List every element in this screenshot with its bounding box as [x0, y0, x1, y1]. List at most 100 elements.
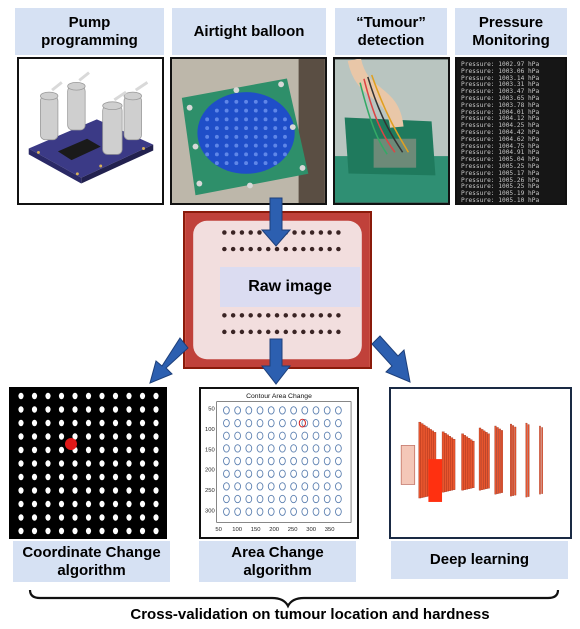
- balloon-marker-dot: [263, 108, 268, 113]
- contour-ring: [323, 494, 331, 504]
- raw-marker-hole: [239, 246, 245, 252]
- contour-ring: [290, 482, 297, 491]
- coordinate-marker-dot: [31, 419, 38, 427]
- coordinate-marker-dot: [85, 433, 92, 440]
- label-airtight-balloon: Airtight balloon: [172, 8, 326, 55]
- raw-marker-hole: [274, 329, 280, 335]
- balloon-marker-dot: [205, 134, 210, 139]
- coordinate-marker-dot: [99, 446, 105, 454]
- coordinate-marker-dot: [18, 419, 24, 427]
- raw-marker-hole: [230, 230, 236, 235]
- balloon-marker-dot: [244, 134, 249, 139]
- cnn-layer-slice: [514, 426, 517, 496]
- balloon-marker-dot: [244, 152, 249, 157]
- coordinate-marker-dot: [99, 392, 105, 400]
- arrow-balloon-to-raw: [260, 197, 292, 247]
- coordinate-marker-dot: [126, 487, 132, 494]
- balloon-marker-dot: [205, 126, 210, 131]
- coordinate-marker-dot: [99, 500, 105, 508]
- raw-marker-hole: [248, 313, 253, 318]
- raw-marker-hole: [336, 329, 341, 335]
- balloon-marker-dot: [253, 108, 258, 113]
- cnn-layer-slice: [498, 428, 501, 494]
- coordinate-marker-dot: [45, 500, 51, 508]
- cnn-layer-slice: [527, 424, 530, 497]
- contour-ring: [323, 418, 331, 428]
- pressure-reading: Pressure: 1004.91 hPa: [461, 149, 540, 157]
- coordinate-marker-dot: [72, 460, 78, 467]
- coordinate-marker-dot: [18, 487, 24, 494]
- raw-marker-hole: [248, 329, 253, 335]
- contour-ring: [335, 406, 342, 415]
- contour-ring: [223, 444, 230, 453]
- coordinate-marker-dot: [58, 514, 65, 521]
- balloon-marker-dot: [234, 126, 239, 131]
- cnn-layer-slice: [487, 433, 490, 489]
- cnn-layer-slice: [441, 431, 445, 493]
- balloon-marker-dot: [224, 152, 229, 157]
- coordinate-marker-dot: [153, 446, 159, 454]
- y-tick-label: 150: [205, 447, 215, 453]
- cross-validation-caption: Cross-validation on tumour location and …: [130, 606, 490, 623]
- balloon-marker-dot: [253, 134, 258, 139]
- pressure-reading: Pressure: 1005.26 hPa: [461, 176, 540, 184]
- contour-ring: [279, 494, 286, 504]
- balloon-marker-dot: [234, 152, 239, 157]
- raw-marker-hole: [301, 329, 306, 335]
- airtight-balloon-photo: [170, 57, 327, 205]
- contour-ring: [267, 418, 275, 428]
- raw-marker-hole: [301, 246, 306, 252]
- balloon-marker-dot: [214, 134, 219, 139]
- deep-learning-diagram: [389, 387, 572, 539]
- raw-marker-hole: [309, 329, 315, 335]
- contour-ring: [335, 494, 342, 504]
- balloon-marker-dot: [283, 117, 287, 122]
- raw-marker-hole: [318, 246, 324, 252]
- coordinate-marker-dot: [139, 392, 146, 400]
- pressure-reading: Pressure: 1003.14 hPa: [461, 74, 540, 82]
- raw-marker-hole: [257, 313, 262, 318]
- balloon-marker-dot: [263, 134, 268, 139]
- label-pump-programming: Pump programming: [15, 8, 164, 55]
- coordinate-marker-dot: [139, 514, 146, 521]
- pressure-reading: Pressure: 1004.01 hPa: [461, 108, 540, 116]
- coordinate-marker-dot: [72, 433, 78, 440]
- coordinate-marker-dot: [153, 460, 159, 467]
- raw-marker-hole: [248, 230, 253, 235]
- coordinate-marker-dot: [99, 460, 105, 467]
- contour-ring: [234, 494, 241, 504]
- contour-ring: [323, 406, 331, 415]
- contour-ring: [335, 431, 342, 440]
- contour-ring: [312, 418, 320, 428]
- pressure-reading: Pressure: 1004.62 hPa: [461, 135, 540, 143]
- coordinate-marker-dot: [18, 527, 24, 535]
- coordinate-marker-dot: [45, 433, 51, 440]
- raw-marker-hole: [327, 246, 332, 252]
- raw-marker-hole: [318, 230, 324, 235]
- coordinate-marker-dot: [31, 406, 38, 413]
- pressure-reading: Pressure: 1004.42 hPa: [461, 128, 540, 136]
- raw-marker-hole: [257, 230, 262, 235]
- contour-ring: [312, 494, 320, 504]
- raw-marker-hole: [239, 230, 245, 235]
- balloon-marker-dot: [234, 161, 239, 166]
- coordinate-marker-dot: [126, 473, 132, 481]
- x-tick-label: 250: [288, 527, 298, 533]
- balloon-marker-dot: [253, 126, 258, 131]
- cnn-layer-slice: [512, 425, 515, 496]
- raw-marker-hole: [265, 313, 271, 318]
- contour-ring: [279, 482, 286, 491]
- coordinate-marker-dot: [31, 487, 38, 494]
- balloon-marker-dot: [283, 143, 287, 148]
- contour-ring: [312, 469, 320, 478]
- balloon-marker-dot: [214, 143, 219, 148]
- coordinate-marker-dot: [112, 392, 119, 400]
- coordinate-marker-dot: [18, 473, 24, 481]
- contour-ring: [245, 418, 253, 428]
- contour-ring: [234, 418, 241, 428]
- balloon-marker-dot: [263, 143, 268, 148]
- cnn-layer-slice: [485, 432, 488, 489]
- raw-marker-hole: [309, 313, 315, 318]
- contour-ring: [223, 431, 230, 440]
